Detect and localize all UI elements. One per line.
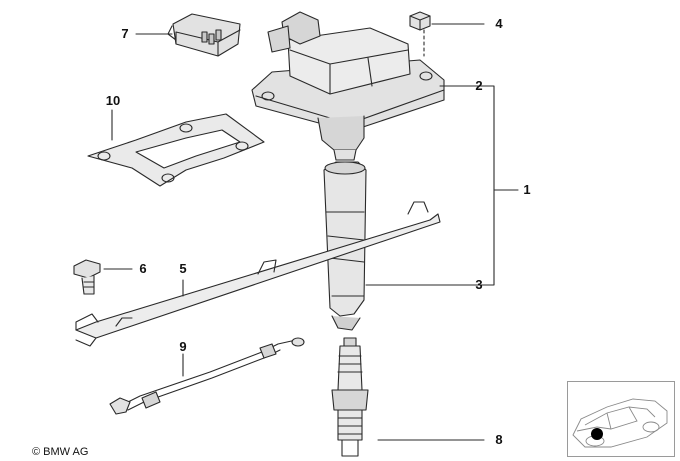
group-bracket xyxy=(365,85,519,286)
callout-4: 4 xyxy=(495,16,503,31)
nut-part xyxy=(409,11,431,31)
connector-plug-part xyxy=(167,13,241,57)
spark-plug-part xyxy=(331,337,369,457)
plug-connector-part xyxy=(323,161,367,331)
ignition-coil-part xyxy=(251,11,445,161)
callout-9: 9 xyxy=(179,339,187,354)
callout-7: 7 xyxy=(121,26,129,41)
bolt-part xyxy=(73,259,101,295)
copyright-text: © BMW AG xyxy=(32,446,89,458)
callout-2: 2 xyxy=(475,78,483,93)
callout-8: 8 xyxy=(495,432,503,447)
location-marker-icon xyxy=(591,428,603,440)
callout-6: 6 xyxy=(139,261,147,276)
ground-cable-part xyxy=(109,337,305,415)
callout-5: 5 xyxy=(179,261,187,276)
callout-1: 1 xyxy=(523,182,531,197)
callout-3: 3 xyxy=(475,277,483,292)
callout-10: 10 xyxy=(105,93,121,108)
wiring-strap-part xyxy=(75,201,441,347)
gasket-part xyxy=(87,113,265,187)
vehicle-location-thumbnail xyxy=(567,381,675,457)
